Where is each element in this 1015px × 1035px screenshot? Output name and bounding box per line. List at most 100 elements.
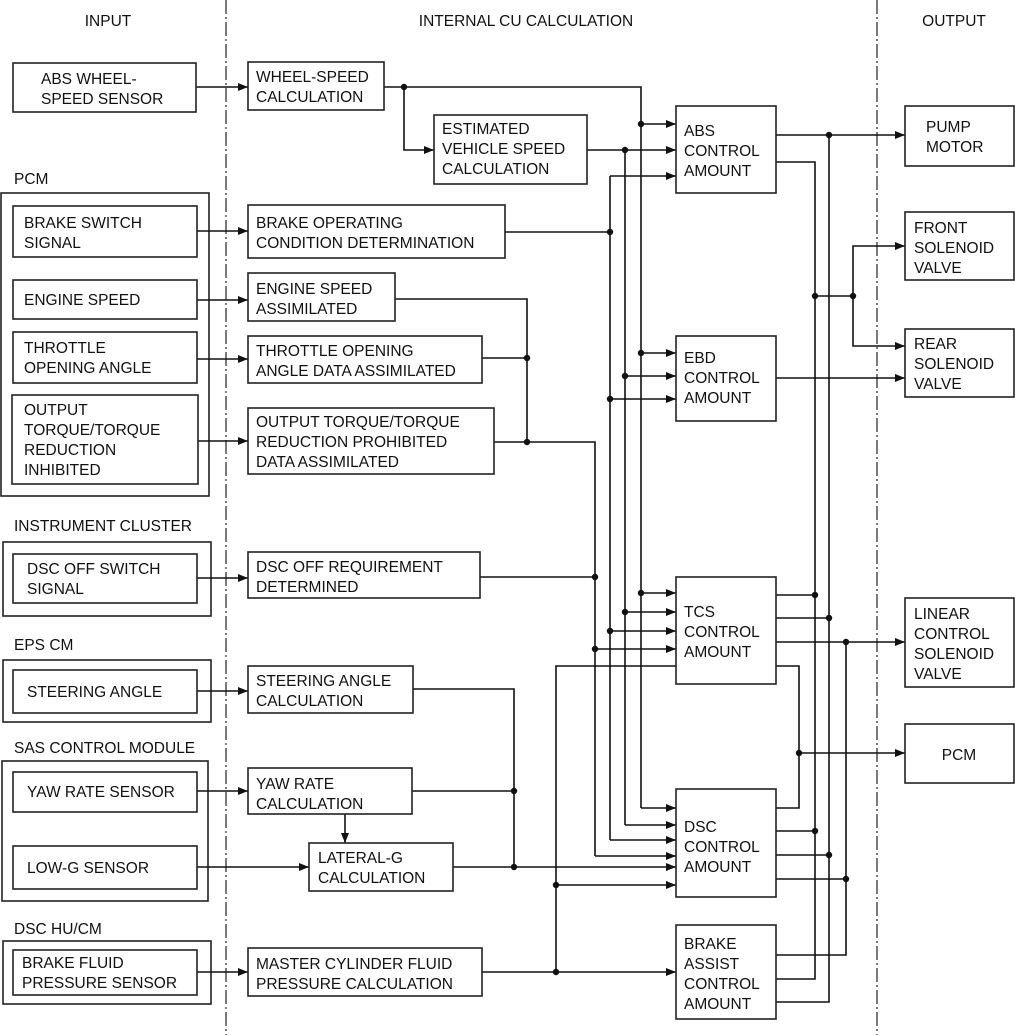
control-tcs-frame <box>675 576 777 685</box>
control-tcs-label-line: AMOUNT <box>684 644 752 661</box>
input-abs-wheel-speed-sensor: ABS WHEEL-SPEED SENSOR <box>12 62 197 113</box>
input-abs-wheel-speed-sensor-label-line: SPEED SENSOR <box>41 91 163 108</box>
input-throttle-opening-angle-frame <box>12 331 198 384</box>
calc-estimated-vehicle-speed-frame <box>433 114 588 185</box>
calc-estimated-vehicle-speed-label-line: ESTIMATED <box>442 121 530 138</box>
control-tcs-label-line: CONTROL <box>684 624 760 641</box>
group-label-dsc-hu-cm: DSC HU/CM <box>14 921 102 938</box>
control-brake-assist-label-line: AMOUNT <box>684 996 752 1013</box>
junction-dot <box>811 591 819 599</box>
calc-brake-operating-condition-frame <box>247 204 506 259</box>
junction-dot <box>842 875 850 883</box>
junction-dot <box>637 120 645 128</box>
calc-dsc-off-requirement-label-line: DSC OFF REQUIREMENT <box>256 559 443 576</box>
calc-lateral-g-label-line: LATERAL-G <box>318 850 403 867</box>
input-low-g-sensor-label-line: LOW-G SENSOR <box>27 860 149 877</box>
input-brake-switch-signal-label-line: SIGNAL <box>24 235 81 252</box>
calc-wheel-speed-label-line: CALCULATION <box>256 89 363 106</box>
bus-pump-motor <box>776 135 830 1003</box>
junction-dot <box>621 146 629 154</box>
output-front-solenoid-valve-frame <box>904 211 1015 281</box>
control-dsc-label-line: DSC <box>684 819 717 836</box>
input-output-torque-inhibited-label-line: OUTPUT <box>24 402 88 419</box>
arrowhead <box>238 83 248 91</box>
arrowhead <box>666 804 676 812</box>
wiring <box>196 83 905 1003</box>
junction-dot <box>400 83 408 91</box>
arrowhead <box>666 372 676 380</box>
input-dsc-off-switch-signal-label-line: DSC OFF SWITCH <box>27 561 160 578</box>
wire-to-front-solenoid <box>852 245 905 296</box>
calc-output-torque-assimilated-frame <box>247 407 495 475</box>
arrowhead <box>666 821 676 829</box>
wire-engine-assim-out <box>395 298 528 442</box>
input-steering-angle-frame <box>12 669 198 714</box>
junction-dot <box>552 881 560 889</box>
control-dsc-label-line: AMOUNT <box>684 859 752 876</box>
calc-engine-speed-assimilated-label-line: ENGINE SPEED <box>256 281 372 298</box>
output-rear-solenoid-valve-frame <box>904 328 1015 398</box>
output-rear-solenoid-valve-label-line: SOLENOID <box>914 356 994 373</box>
calc-engine-speed-assimilated-label-line: ASSIMILATED <box>256 301 357 318</box>
junction-dot <box>510 787 518 795</box>
calc-throttle-opening-assimilated-label-line: ANGLE DATA ASSIMILATED <box>256 363 456 380</box>
output-front-solenoid-valve-label-line: FRONT <box>914 220 968 237</box>
calc-output-torque-assimilated-label-line: OUTPUT TORQUE/TORQUE <box>256 414 460 431</box>
group-frame-pcm <box>0 192 210 497</box>
group-frame-sas-control-module <box>1 760 209 902</box>
arrowhead <box>238 355 248 363</box>
output-front-solenoid-valve-label-line: SOLENOID <box>914 240 994 257</box>
arrowhead <box>895 749 905 757</box>
input-yaw-rate-sensor-frame <box>12 771 198 813</box>
control-ebd-label-line: CONTROL <box>684 370 760 387</box>
calc-wheel-speed-label-line: WHEEL-SPEED <box>256 69 369 86</box>
arrowhead <box>238 574 248 582</box>
output-front-solenoid-valve-label-line: VALVE <box>914 260 962 277</box>
input-brake-fluid-pressure-sensor-label-line: BRAKE FLUID <box>22 955 124 972</box>
output-linear-control-solenoid-valve-frame <box>904 597 1015 688</box>
control-brake-assist-label-line: BRAKE <box>684 936 737 953</box>
bus-pcm <box>776 665 800 809</box>
junction-dot <box>606 228 614 236</box>
arrowhead <box>424 146 434 154</box>
group-label-eps-cm: EPS CM <box>14 637 73 654</box>
junction-dot <box>637 589 645 597</box>
control-ebd-label-line: EBD <box>684 350 716 367</box>
arrowhead <box>666 589 676 597</box>
junction-dot <box>606 395 614 403</box>
output-front-solenoid-valve: FRONT SOLENOID VALVE <box>904 211 1015 281</box>
calc-yaw-rate-label-line: CALCULATION <box>256 796 363 813</box>
header-internal: INTERNAL CU CALCULATION <box>419 13 633 30</box>
bus-linear-control <box>776 642 847 956</box>
arrowhead <box>895 638 905 646</box>
output-pump-motor-label-line: PUMP <box>926 119 971 136</box>
input-yaw-rate-sensor-label-line: YAW RATE SENSOR <box>27 784 175 801</box>
input-throttle-opening-angle-label-line: OPENING ANGLE <box>24 360 151 377</box>
control-brake-assist-label-line: ASSIST <box>684 956 740 973</box>
calc-dsc-off-requirement-frame <box>247 551 481 599</box>
arrowhead <box>666 627 676 635</box>
arrowhead <box>666 836 676 844</box>
arrowhead <box>238 227 248 235</box>
calc-wheel-speed-frame <box>247 61 385 111</box>
arrowhead <box>666 395 676 403</box>
group-frame-instrument-cluster <box>2 541 212 617</box>
input-steering-angle-label-line: STEERING ANGLE <box>27 684 162 701</box>
calc-yaw-rate-label-line: YAW RATE <box>256 776 334 793</box>
calc-lateral-g-frame <box>308 842 454 892</box>
input-brake-switch-signal-frame <box>12 205 198 258</box>
input-steering-angle: STEERING ANGLE <box>12 669 198 714</box>
arrowhead <box>666 852 676 860</box>
arrowhead <box>895 342 905 350</box>
